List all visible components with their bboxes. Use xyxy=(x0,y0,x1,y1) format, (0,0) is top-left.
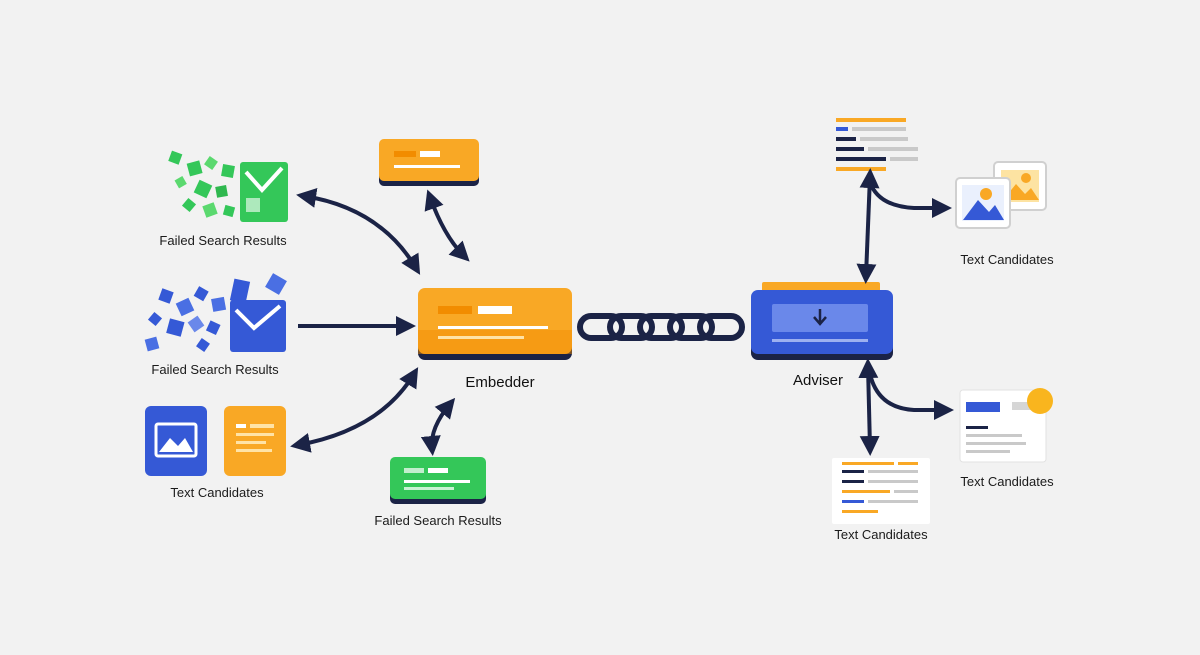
profile-card-icon xyxy=(959,388,1053,463)
arrows-left xyxy=(290,187,470,456)
upper-document-icon xyxy=(836,118,918,171)
arrows-right xyxy=(856,168,954,456)
embedder-card xyxy=(418,288,572,360)
label-middle-input: Failed Search Results xyxy=(151,362,279,377)
arrow-top-input xyxy=(296,187,421,275)
arrow-down-fork-branch xyxy=(868,373,954,420)
embedder-label: Embedder xyxy=(465,374,535,391)
orange-small-card xyxy=(379,139,479,186)
label-lower-center: Text Candidates xyxy=(834,527,928,542)
lower-document-icon xyxy=(832,458,930,524)
arrow-up-fork-branch xyxy=(868,181,952,218)
green-small-card xyxy=(390,457,486,504)
image-card-icon xyxy=(145,406,207,476)
arrow-bottom-input xyxy=(290,367,419,453)
image-stack-icon xyxy=(955,161,1047,229)
label-upper-right: Text Candidates xyxy=(960,252,1054,267)
chain-link-icon xyxy=(577,313,745,341)
label-top-input: Failed Search Results xyxy=(159,233,287,248)
adviser-label: Adviser xyxy=(792,372,844,389)
arrow-bottom-card xyxy=(420,397,456,456)
label-lower-right: Text Candidates xyxy=(960,474,1054,489)
adviser-card xyxy=(751,282,893,360)
label-lower-card: Failed Search Results xyxy=(374,513,502,528)
green-fragments-icon xyxy=(168,150,288,222)
label-bottom-input: Text Candidates xyxy=(170,485,264,500)
arrow-down-fork xyxy=(858,358,880,456)
document-card-icon xyxy=(224,406,286,476)
arrow-top-card xyxy=(424,189,470,262)
arrow-up-fork xyxy=(856,168,880,284)
blue-fragments-icon xyxy=(144,273,287,352)
